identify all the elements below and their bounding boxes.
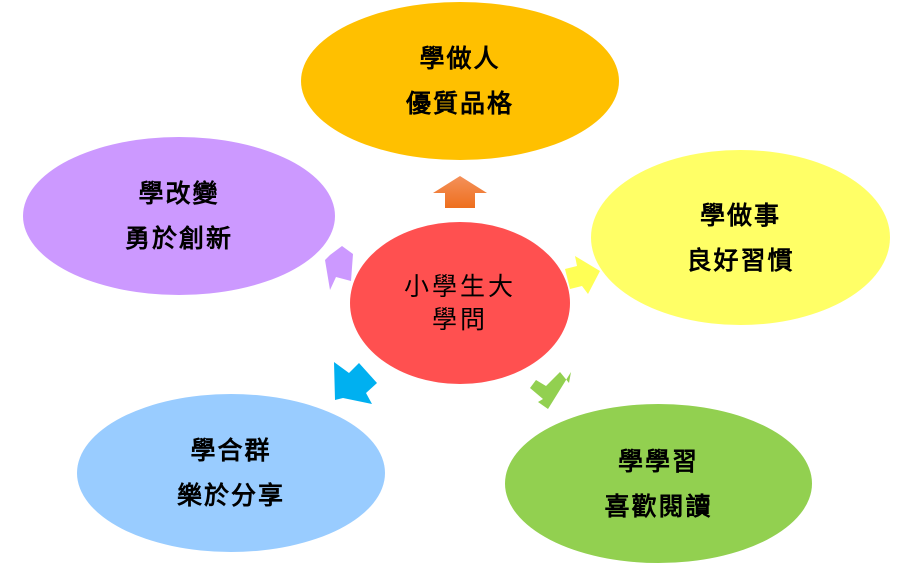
node-subtitle: 喜歡閱讀 (604, 491, 713, 521)
arrow-down-left-icon (334, 362, 377, 404)
node-learn-to-change: 學改變 勇於創新 (23, 137, 335, 295)
node-learn-to-do: 學做事 良好習慣 (591, 150, 890, 325)
node-title: 學做事 (699, 200, 781, 230)
center-title-line2: 學問 (431, 305, 488, 334)
arrow-right-icon (565, 256, 600, 294)
node-title: 學合群 (190, 436, 272, 465)
node-subtitle: 良好習慣 (686, 245, 795, 275)
arrow-up-icon (433, 176, 487, 208)
node-learn-to-be: 學做人 優質品格 (301, 2, 619, 160)
node-learn-to-cooperate: 學合群 樂於分享 (77, 394, 385, 552)
node-subtitle: 勇於創新 (124, 224, 233, 253)
node-learn-to-learn: 學學習 喜歡閱讀 (505, 404, 812, 563)
node-subtitle: 樂於分享 (176, 481, 285, 510)
node-title: 學改變 (138, 179, 220, 208)
node-title: 學做人 (419, 44, 501, 73)
node-subtitle: 優質品格 (405, 89, 514, 118)
center-node: 小學生大 學問 (350, 222, 570, 384)
arrow-up-left-icon (325, 246, 353, 290)
center-title-line1: 小學生大 (403, 272, 516, 301)
arrow-down-right-icon (530, 372, 571, 409)
node-title: 學學習 (617, 446, 699, 476)
